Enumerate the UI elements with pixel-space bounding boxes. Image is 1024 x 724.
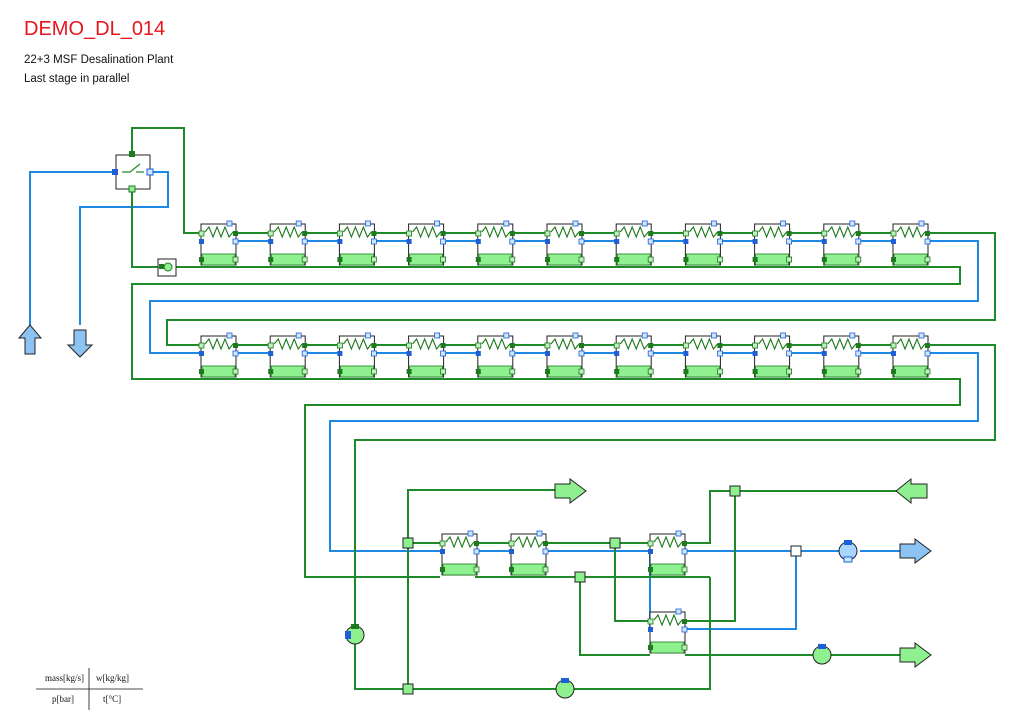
stage-row1-5[interactable]: [475, 220, 516, 266]
stage-row1-8[interactable]: [683, 220, 723, 266]
steam-line-right-2: [685, 490, 735, 544]
stage-row2-3[interactable]: [336, 332, 377, 378]
stage-row1-4[interactable]: [406, 220, 447, 266]
stage-row1-7[interactable]: [613, 220, 654, 266]
vent-out-arrow: [554, 478, 587, 504]
brine-line-feed-out: [29, 171, 116, 325]
stage-row2-7[interactable]: [613, 332, 654, 378]
stage-row1-1[interactable]: [198, 220, 239, 266]
stage-row1-6[interactable]: [544, 220, 585, 266]
junction-1: [402, 537, 414, 549]
legend-t: t[°C]: [103, 694, 121, 704]
subtitle-plant: 22+3 MSF Desalination Plant: [24, 54, 174, 66]
steam-line-mid: [614, 543, 650, 622]
pump-right-blue: [838, 540, 858, 563]
brine-out-arrow: [899, 538, 932, 564]
stage-row2-5[interactable]: [475, 332, 516, 378]
brine-down-arrow: [66, 329, 94, 358]
io-arrows[interactable]: [17, 324, 932, 668]
junction-3: [574, 571, 586, 583]
steam-lines: [131, 127, 996, 690]
steam-in-arrow: [895, 477, 928, 505]
msf-stages: [198, 220, 931, 378]
stage-row1-10[interactable]: [821, 220, 862, 266]
page-title: DEMO_DL_014: [24, 18, 166, 40]
stage-row2-2[interactable]: [267, 332, 308, 378]
stage-row1-11[interactable]: [890, 220, 931, 266]
stage-row1-2[interactable]: [267, 220, 308, 266]
pump-right-low: [812, 644, 832, 665]
stage-row1-3[interactable]: [336, 220, 377, 266]
pump-left: [345, 624, 365, 645]
seawater-up-arrow: [17, 324, 43, 355]
legend-w: w[kg/kg]: [96, 673, 129, 683]
pump-small[interactable]: [157, 258, 177, 277]
stage-row2-8[interactable]: [683, 332, 723, 378]
subtitle-config: Last stage in parallel: [24, 73, 130, 85]
stage-row3-3[interactable]: [647, 530, 688, 576]
brine-line-row2: [200, 352, 979, 552]
pump-units[interactable]: [345, 540, 858, 699]
stage-row2-6[interactable]: [544, 332, 585, 378]
stage-row2-9[interactable]: [752, 332, 792, 378]
stage-row2-1[interactable]: [198, 332, 239, 378]
legend-box: mass[kg/s] w[kg/kg] p[bar] t[°C]: [36, 668, 143, 710]
legend-mass: mass[kg/s]: [45, 673, 84, 683]
steam-line-drop: [685, 491, 736, 622]
junction-4: [729, 485, 741, 497]
distillate-out-arrow: [899, 642, 932, 668]
stage-row2-10[interactable]: [821, 332, 862, 378]
pump-bottom: [555, 678, 575, 699]
stage-row2-4[interactable]: [406, 332, 447, 378]
brine-line-feed-in: [79, 171, 169, 325]
stage-row2-11[interactable]: [890, 332, 931, 378]
steam-line-top: [131, 127, 996, 630]
distillate-line-row1b: [131, 266, 961, 578]
distillate-return: [560, 577, 711, 690]
steam-line-left-down: [354, 543, 409, 690]
junction-5: [790, 545, 802, 557]
stage-row3-1[interactable]: [439, 530, 480, 576]
stage-row3-2[interactable]: [508, 530, 549, 576]
junction-6: [402, 683, 414, 695]
junctions[interactable]: [402, 485, 802, 695]
stage-parallel[interactable]: [647, 608, 688, 654]
brine-lines: [29, 171, 979, 630]
steam-line-low: [579, 577, 650, 656]
vent-line-1: [407, 489, 555, 543]
msf-stages-row3: [439, 530, 688, 654]
stage-row1-9[interactable]: [752, 220, 792, 266]
junction-2: [609, 537, 621, 549]
splitter-block[interactable]: [112, 151, 154, 193]
distillate-line-row1: [131, 190, 158, 268]
legend-p: p[bar]: [52, 694, 74, 704]
